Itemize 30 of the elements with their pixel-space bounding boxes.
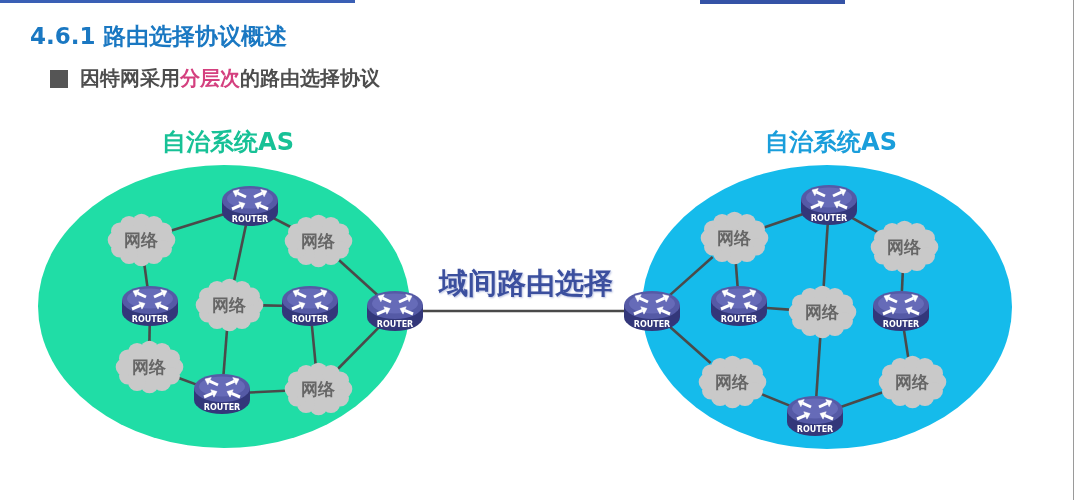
link-line	[262, 304, 282, 307]
slide-title: 4.6.1 路由选择协议概述	[30, 22, 288, 51]
link-line	[902, 330, 910, 358]
link-line	[668, 325, 712, 364]
link-line	[734, 262, 739, 287]
link-line	[900, 271, 905, 292]
link-line	[850, 216, 879, 234]
link-line	[178, 376, 198, 387]
link-line	[338, 259, 379, 297]
link-line	[760, 392, 792, 408]
link-line	[763, 212, 805, 229]
region-heading: 自治系统AS	[765, 127, 897, 158]
link-line	[222, 329, 229, 375]
link-line	[336, 326, 381, 370]
link-line	[271, 216, 292, 229]
link-line	[232, 225, 248, 281]
link-line	[822, 224, 829, 288]
link-line	[310, 325, 317, 365]
region-heading: 自治系统AS	[162, 127, 294, 158]
link-line	[668, 256, 714, 297]
bullet-text: 因特网采用分层次的路由选择协议	[80, 65, 380, 92]
edge-label: 域间路由选择	[435, 265, 616, 301]
link-line	[815, 336, 822, 397]
link-line	[249, 389, 286, 394]
link-line	[143, 264, 149, 287]
link-line	[148, 325, 151, 343]
link-line	[766, 306, 790, 311]
link-line	[171, 212, 225, 232]
link-line	[423, 309, 624, 313]
link-line	[839, 391, 883, 409]
